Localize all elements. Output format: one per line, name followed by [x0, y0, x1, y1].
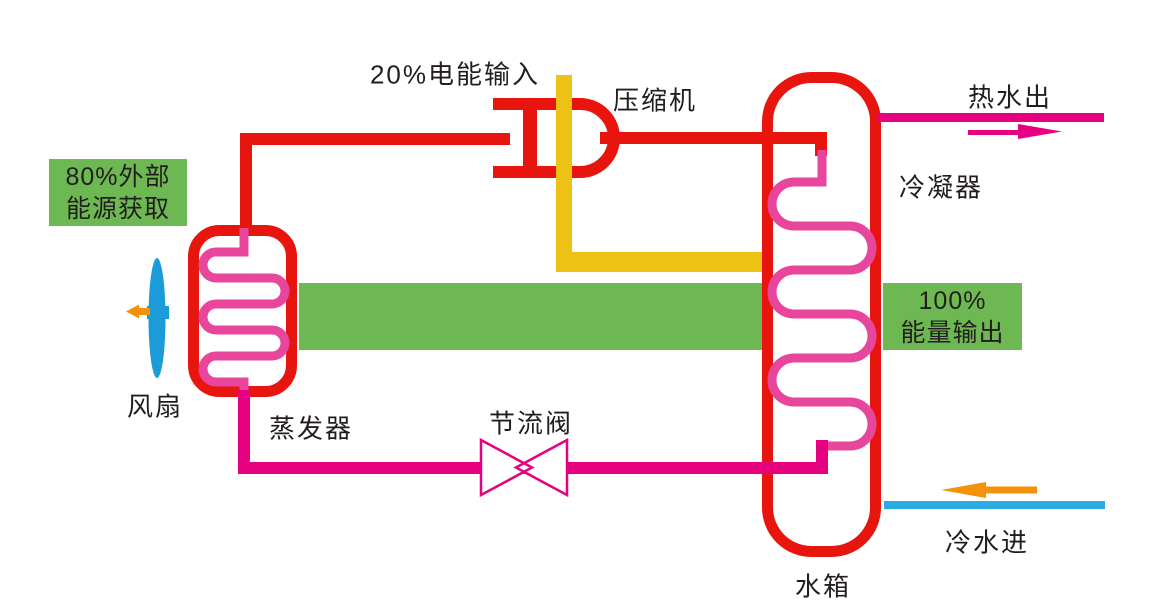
hot-water-out-line	[878, 113, 1104, 139]
pipe-evaporator-riser	[240, 133, 252, 232]
label-fan: 风扇	[126, 391, 184, 422]
valve-left-outline	[479, 437, 535, 498]
cold-water-pipe	[884, 501, 1105, 509]
compressor-symbol	[493, 98, 620, 178]
fan-hub	[147, 306, 169, 319]
label-hot-water-out: 热水出	[967, 82, 1053, 113]
valve-right-outline	[513, 437, 569, 498]
hot-gas-pipe-left	[240, 133, 510, 232]
electric-line-vertical	[556, 75, 572, 272]
label-throttle-valve: 节流阀	[488, 408, 574, 439]
label-cold-water-in: 冷水进	[944, 527, 1030, 558]
fan-airflow-arrow-icon	[126, 304, 150, 319]
fan-symbol	[126, 258, 169, 378]
pipe-compressor-out	[600, 132, 827, 144]
energy-output-line2: 能量输出	[900, 318, 1005, 347]
valve-right-fill	[516, 440, 567, 495]
label-water-tank: 水箱	[794, 571, 852, 602]
label-evaporator: 蒸发器	[268, 413, 354, 444]
valve-left-fill	[481, 440, 532, 495]
evaporator-coil	[198, 228, 290, 408]
label-compressor: 压缩机	[612, 85, 698, 116]
energy-output-line1: 100%	[918, 286, 987, 315]
electric-input-line	[556, 75, 763, 272]
throttle-valve-symbol	[479, 437, 569, 498]
pipe-evaporator-drop	[238, 390, 250, 474]
compressor-vertical-bar	[523, 98, 537, 178]
pipe-coil-return-stub	[816, 440, 828, 466]
external-energy-line1: 80%外部	[65, 162, 171, 191]
cold-water-in-line	[884, 482, 1105, 509]
hot-water-arrow-icon	[968, 124, 1062, 139]
hot-water-pipe	[878, 113, 1104, 122]
electric-line-horizontal	[556, 252, 763, 272]
label-condenser: 冷凝器	[898, 172, 984, 203]
label-electric-input: 20%电能输入	[369, 59, 541, 90]
cold-water-arrow-icon	[941, 482, 1037, 498]
energy-output-box: 100% 能量输出	[883, 283, 1022, 350]
external-energy-box: 80%外部 能源获取	[49, 159, 187, 226]
condenser-coil	[767, 150, 877, 462]
energy-flow-band	[299, 283, 764, 350]
pipe-top-horizontal	[240, 133, 510, 145]
external-energy-line2: 能源获取	[65, 194, 170, 223]
